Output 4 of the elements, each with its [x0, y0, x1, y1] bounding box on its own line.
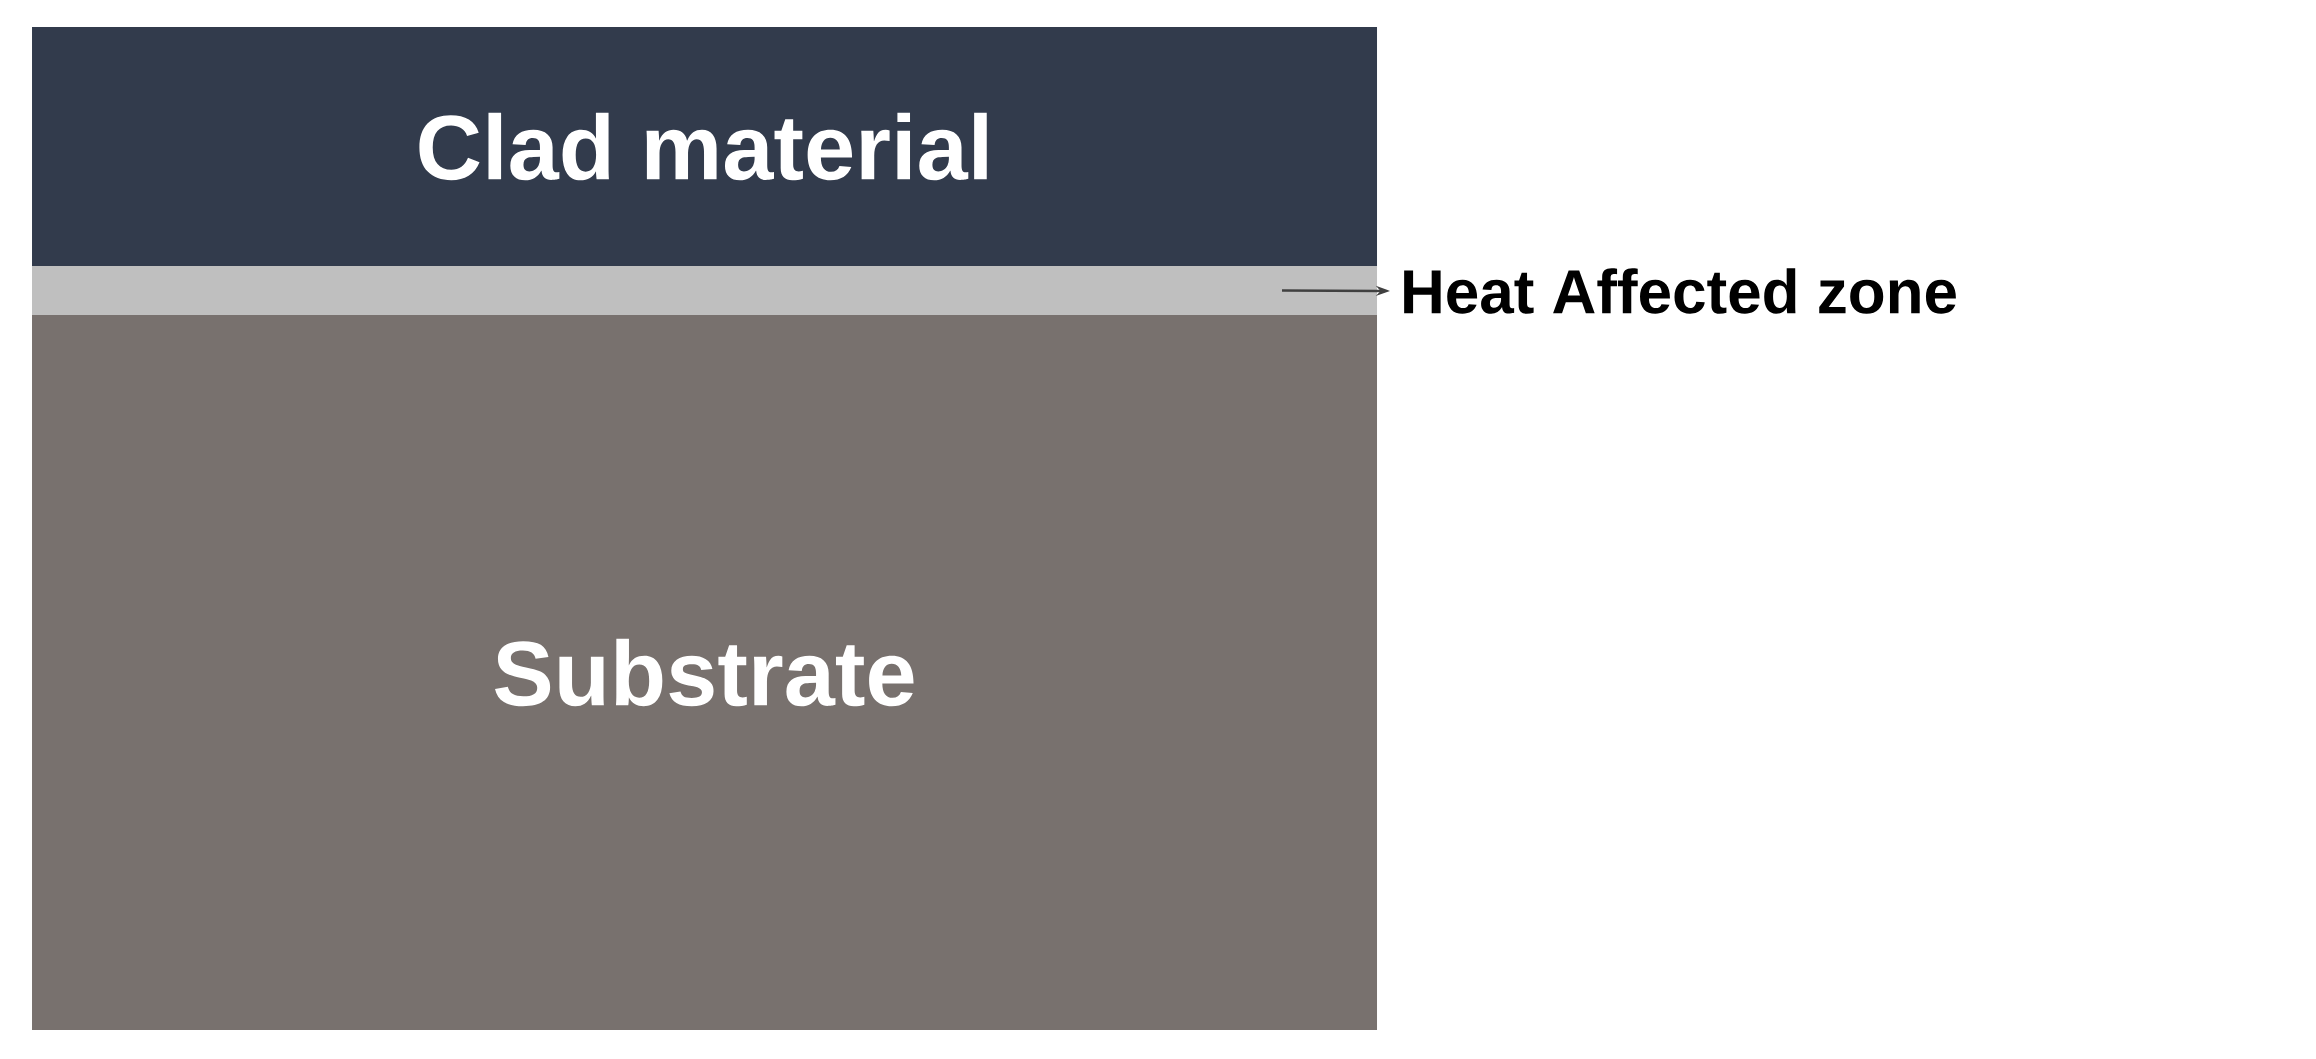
zone-label: Heat Affected zone: [1404, 268, 1956, 314]
substrate-layer: Substrate: [32, 315, 1377, 1030]
clad-layer: Clad material: [32, 27, 1377, 266]
heat-affected-band: [32, 266, 1377, 315]
